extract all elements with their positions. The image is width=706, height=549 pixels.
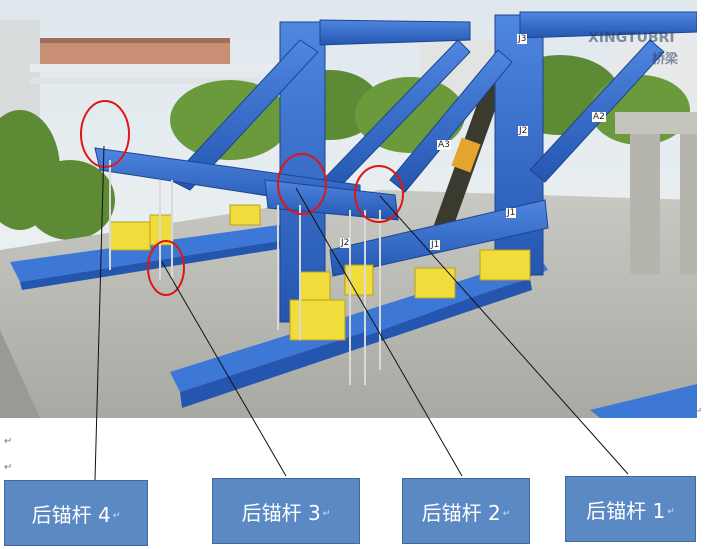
concrete-pier <box>615 112 697 274</box>
paragraph-mark: ↵ <box>694 406 703 417</box>
label-rear-anchor-4: 后锚杆 4↵ <box>4 480 148 546</box>
member-tag: J3 <box>517 34 528 44</box>
paragraph-mark: ↵ <box>4 436 13 447</box>
paragraph-mark: ↵ <box>667 507 675 517</box>
label-text: 后锚杆 3 <box>241 500 321 525</box>
member-tag: A2 <box>592 112 606 122</box>
member-tag: A3 <box>437 140 451 150</box>
label-text: 后锚杆 1 <box>586 498 666 523</box>
paragraph-mark: ↵ <box>4 462 13 473</box>
paragraph-mark: ↵ <box>502 509 511 519</box>
label-rear-anchor-2: 后锚杆 2↵ <box>402 478 530 544</box>
highlight-rod-4 <box>80 100 130 168</box>
member-tag: J2 <box>518 126 529 136</box>
watermark-latin: XINGTUBRI <box>588 30 675 46</box>
paragraph-mark: ↵ <box>322 509 331 519</box>
member-tag: J2 <box>340 238 351 248</box>
paragraph-mark: ↵ <box>112 511 121 521</box>
label-text: 后锚杆 2 <box>421 500 501 525</box>
label-rear-anchor-1: 后锚杆 1↵ <box>565 476 696 542</box>
label-rear-anchor-3: 后锚杆 3↵ <box>212 478 360 544</box>
overhead-pipe <box>30 64 320 72</box>
label-text: 后锚杆 4 <box>31 502 111 527</box>
member-tag: J1 <box>506 208 517 218</box>
watermark-cn: 桥梁 <box>652 52 679 67</box>
member-tag: J1 <box>430 240 441 250</box>
